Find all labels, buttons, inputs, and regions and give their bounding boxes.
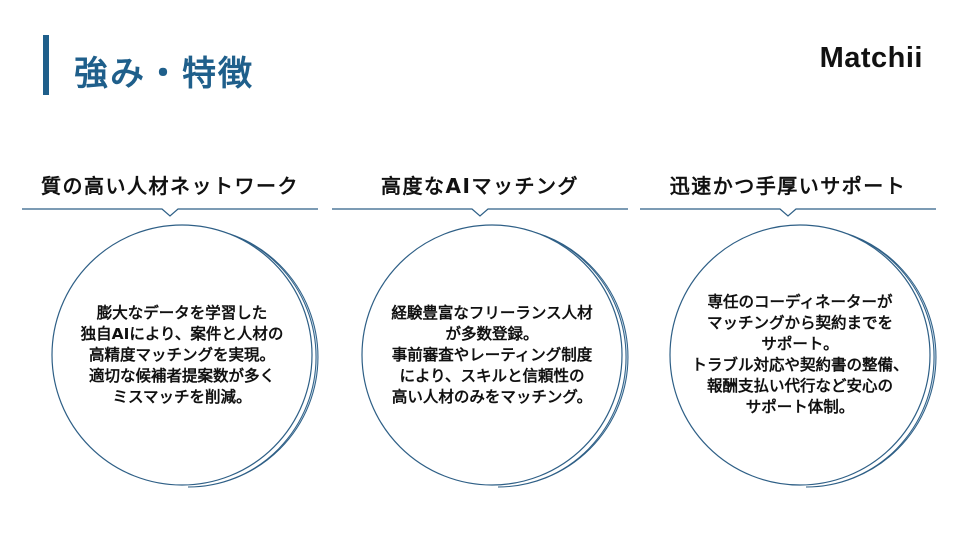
feature-card: 迅速かつ手厚いサポート 専任のコーディネーターが マッチングから契約までを サポ…: [640, 165, 937, 495]
feature-heading: 高度なAIマッチング: [381, 174, 579, 198]
circle-outline: [361, 224, 623, 486]
feature-heading: 質の高い人材ネットワーク: [41, 174, 299, 198]
heading-divider: [332, 208, 628, 217]
heading-divider: [22, 208, 318, 217]
feature-card: 高度なAIマッチング 経験豊富なフリーランス人材 が多数登録。 事前審査やレーテ…: [332, 165, 629, 495]
feature-description: 膨大なデータを学習した 独自AIにより、案件と人材の 高精度マッチングを実現。 …: [80, 303, 284, 406]
page-title: 強み・特徴: [74, 54, 254, 94]
heading-divider: [640, 208, 936, 217]
feature-card: 質の高い人材ネットワーク 膨大なデータを学習した 独自AIにより、案件と人材の …: [22, 165, 319, 495]
feature-circle: [669, 224, 937, 488]
title-accent-bar: [43, 35, 49, 95]
circle-outline: [51, 224, 313, 486]
brand-logo: Matchii: [819, 42, 923, 74]
feature-description: 経験豊富なフリーランス人材 が多数登録。 事前審査やレーティング制度 により、ス…: [391, 303, 593, 406]
feature-heading: 迅速かつ手厚いサポート: [669, 174, 907, 198]
feature-circle: [361, 224, 629, 488]
feature-circle: [51, 224, 319, 488]
circle-outline: [669, 224, 931, 486]
feature-description: 専任のコーディネーターが マッチングから契約までを サポート。 トラブル対応や契…: [691, 293, 909, 416]
